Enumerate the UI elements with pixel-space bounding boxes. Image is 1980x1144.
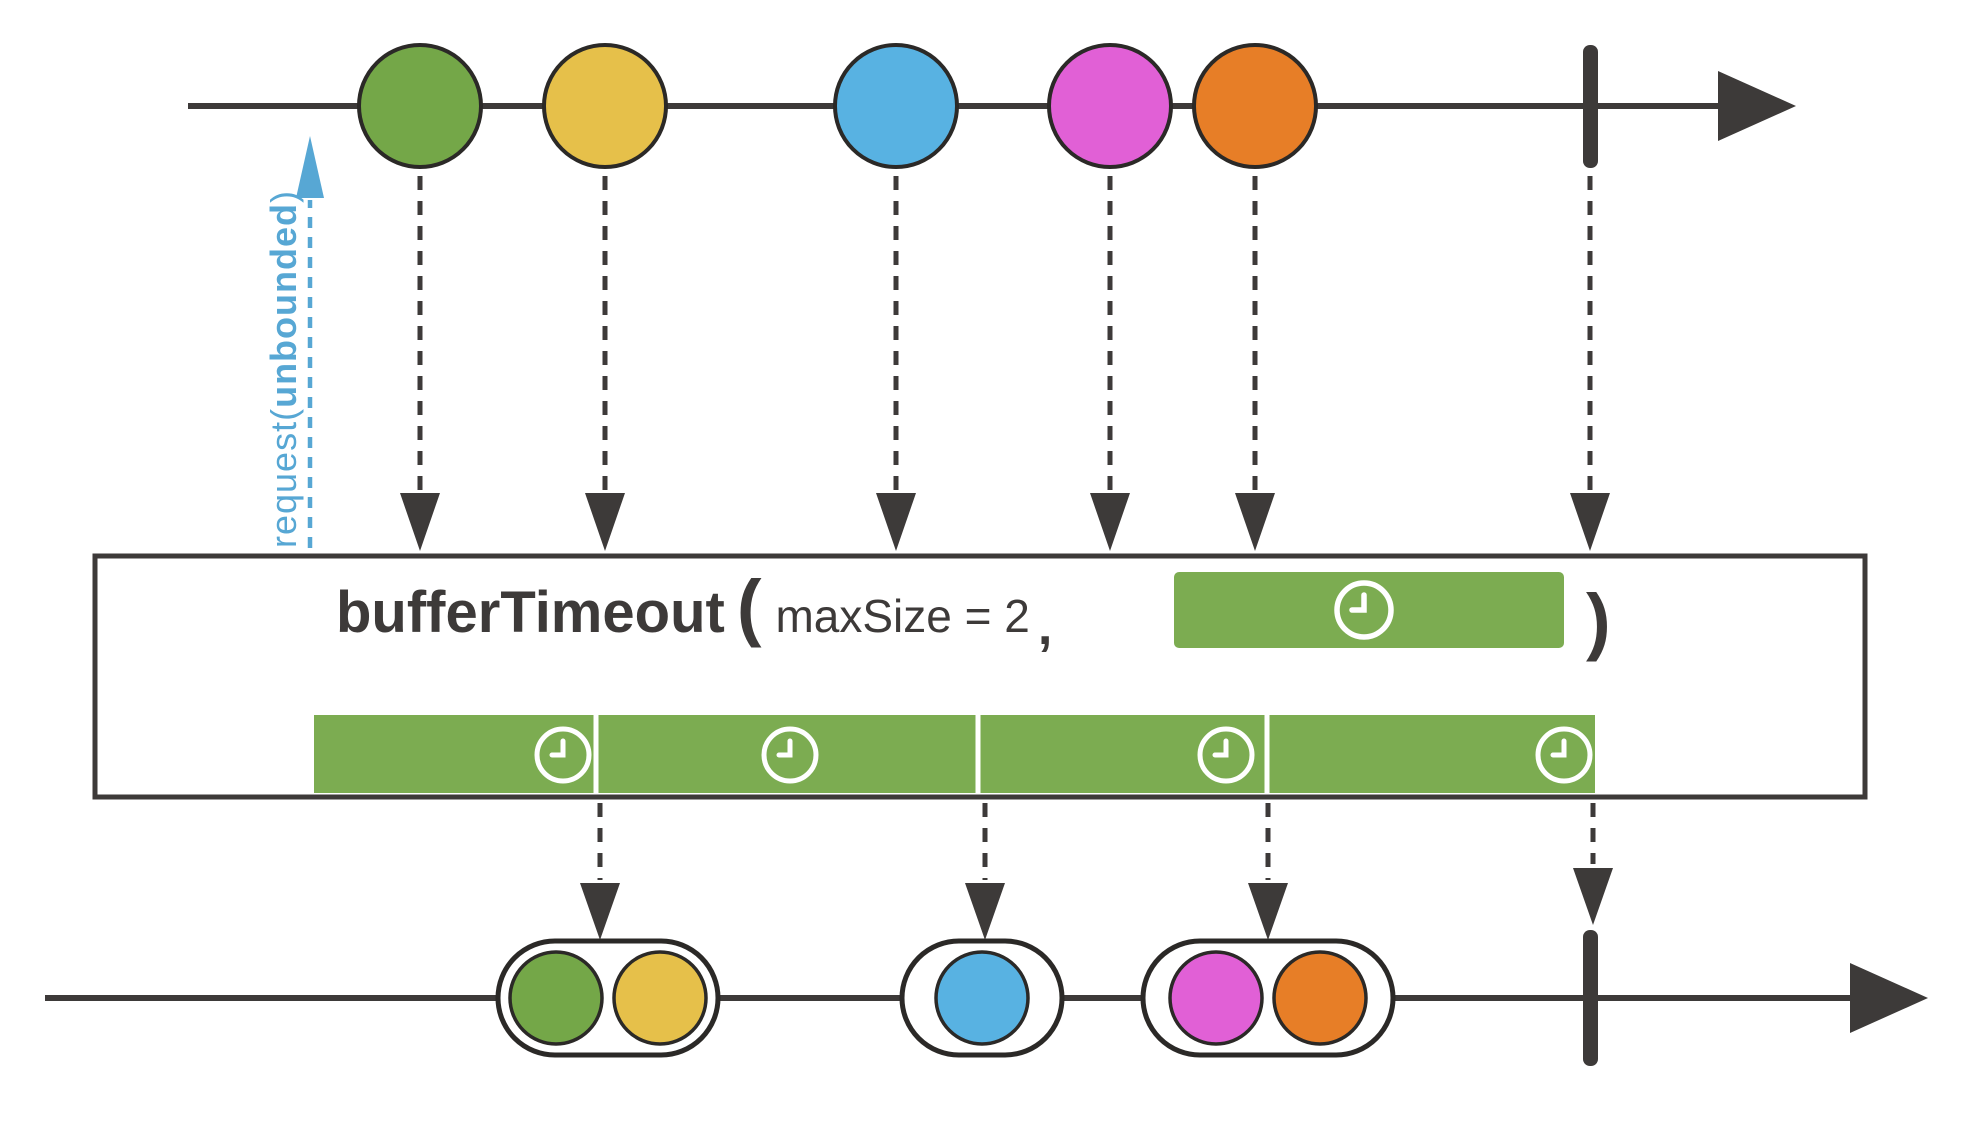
clock-hands (1212, 738, 1229, 758)
request-label: request(unbounded) (263, 190, 304, 548)
clock-icon (1334, 580, 1394, 640)
clock-face (1535, 726, 1593, 784)
down-arrowhead-icon (965, 883, 1005, 940)
clock-hands (776, 738, 793, 758)
output-timeline-arrowhead-icon (1850, 963, 1928, 1033)
request-label-prefix: request( (263, 408, 304, 548)
input-marble-orange (1192, 43, 1318, 169)
timeout-param-chip (1174, 572, 1564, 648)
output-buffer-2 (899, 938, 1065, 1058)
down-arrowhead-icon (1235, 493, 1275, 551)
clock-icon (761, 726, 819, 784)
operator-name: bufferTimeout (336, 580, 725, 645)
timer-bar (314, 715, 1595, 793)
input-marble-yellow (542, 43, 668, 169)
down-arrowhead-icon (585, 493, 625, 551)
operator-signature: bufferTimeout(maxSize = 2, (336, 565, 1052, 656)
input-marble-magenta (1047, 43, 1173, 169)
output-dashed-arrowheads (580, 868, 1613, 940)
down-arrowhead-icon (1090, 493, 1130, 551)
output-marble-orange (1272, 950, 1368, 1046)
output-marble-green (508, 950, 604, 1046)
output-timeline (45, 930, 1928, 1066)
clock-face (761, 726, 819, 784)
input-marble-green (357, 43, 483, 169)
input-dashed-arrows (417, 176, 1593, 490)
clock-icon (534, 726, 592, 784)
timer-bar-clocks (534, 726, 1593, 784)
down-arrowhead-icon (876, 493, 916, 551)
down-arrowhead-icon (1570, 493, 1610, 551)
clock-icon (1197, 726, 1255, 784)
input-timeline-arrowhead-icon (1718, 71, 1796, 141)
clock-face (1197, 726, 1255, 784)
down-arrowhead-icon (400, 493, 440, 551)
request-arrowhead-icon (296, 136, 324, 198)
clock-hands (1349, 592, 1367, 613)
input-dashed-arrowheads (400, 493, 1610, 551)
input-complete-bar (1583, 45, 1598, 168)
request-label-emph: unbounded (263, 203, 304, 408)
timer-bar-track (314, 715, 1595, 793)
down-arrowhead-icon (1573, 868, 1613, 925)
down-arrowhead-icon (580, 883, 620, 940)
operator-param-maxsize: maxSize = 2 (775, 590, 1029, 642)
clock-face (1334, 580, 1394, 640)
output-marble-yellow (612, 950, 708, 1046)
request-arrow: request(unbounded) (263, 136, 324, 548)
operator-close-paren: ) (1586, 579, 1611, 662)
output-buffer-1 (495, 938, 721, 1058)
output-marble-magenta (1168, 950, 1264, 1046)
input-marbles (357, 43, 1318, 169)
output-dashed-arrows (597, 803, 1596, 880)
clock-hands (549, 738, 566, 758)
request-label-suffix: ) (263, 190, 304, 203)
output-buffer-3 (1140, 938, 1396, 1058)
operator-box: bufferTimeout(maxSize = 2, ) (92, 553, 1868, 800)
output-complete-bar (1583, 930, 1598, 1066)
output-marble-blue (934, 950, 1030, 1046)
timer-bar-dividers (593, 715, 1270, 793)
down-arrowhead-icon (1248, 883, 1288, 940)
operator-open-paren: ( (737, 565, 762, 648)
clock-icon (1535, 726, 1593, 784)
operator-comma: , (1038, 598, 1052, 656)
input-marble-blue (833, 43, 959, 169)
clock-face (534, 726, 592, 784)
clock-hands (1550, 738, 1567, 758)
